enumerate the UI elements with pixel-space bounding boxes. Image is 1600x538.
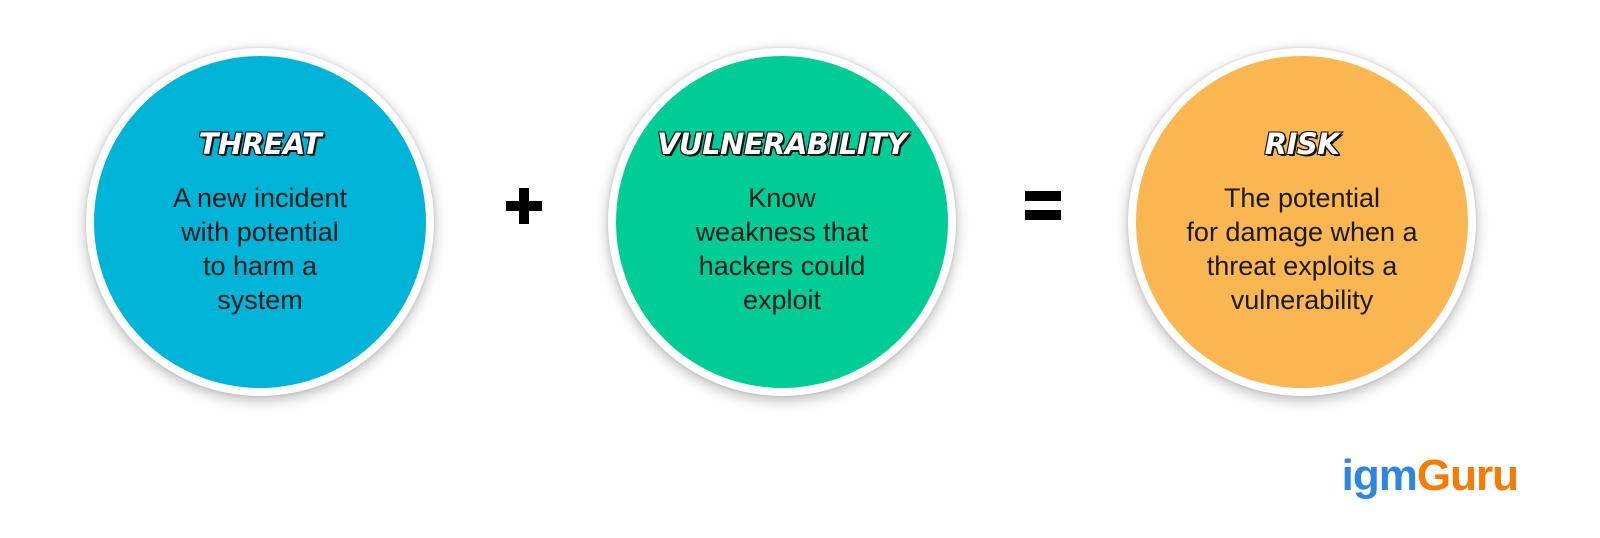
risk-title: RISK [1264,127,1341,161]
threat-circle: THREAT A new incident with potential to … [94,56,426,388]
plus-vertical-bar [519,188,529,224]
threat-description: A new incident with potential to harm a … [125,181,395,317]
risk-desc-line: for damage when a [1186,217,1418,247]
vulnerability-circle-border: VULNERABILITY Know weakness that hackers… [608,48,956,396]
logo-part-guru: Guru [1416,451,1519,500]
plus-operator [494,176,554,236]
risk-desc-line: vulnerability [1230,285,1374,315]
vulnerability-desc-line: hackers could [698,251,866,281]
threat-circle-border: THREAT A new incident with potential to … [86,48,434,396]
risk-desc-line: The potential [1223,183,1381,213]
risk-circle: RISK The potential for damage when a thr… [1136,56,1468,388]
vulnerability-title: VULNERABILITY [656,127,908,161]
vulnerability-desc-line: weakness that [695,217,869,247]
igmguru-logo[interactable]: igmGuru [1341,451,1519,500]
threat-desc-line: A new incident [172,183,348,213]
logo-part-igm: igm [1341,451,1418,500]
equals-operator [1013,176,1073,236]
threat-desc-line: to harm a [202,251,318,281]
vulnerability-description: Know weakness that hackers could exploit [647,181,917,317]
vulnerability-desc-line: Know [748,183,816,213]
threat-desc-line: system [217,285,303,315]
threat-desc-line: with potential [181,217,339,247]
vulnerability-circle: VULNERABILITY Know weakness that hackers… [616,56,948,388]
risk-description: The potential for damage when a threat e… [1167,181,1437,317]
threat-title: THREAT [198,127,323,161]
risk-circle-border: RISK The potential for damage when a thr… [1128,48,1476,396]
equals-top-bar [1025,191,1061,201]
equals-bottom-bar [1025,210,1061,220]
risk-desc-line: threat exploits a [1206,251,1398,281]
vulnerability-desc-line: exploit [742,285,822,315]
